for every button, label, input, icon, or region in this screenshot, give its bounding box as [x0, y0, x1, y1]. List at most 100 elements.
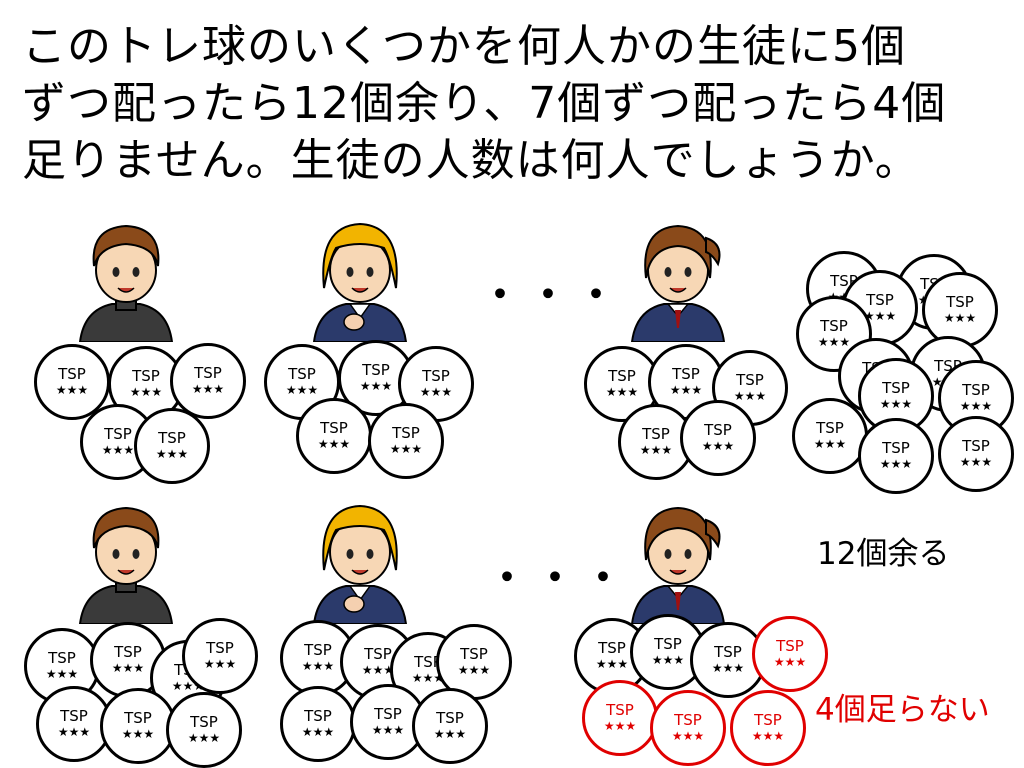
student-girl-blonde-top	[310, 218, 410, 346]
ball: TSP★★★	[34, 344, 110, 420]
ball-label: TSP	[414, 653, 442, 672]
ball-stars: ★★★	[361, 662, 395, 677]
ball-label: TSP	[882, 379, 910, 398]
ball: TSP★★★	[858, 418, 934, 494]
ball-label: TSP	[962, 437, 990, 456]
ball-label: TSP	[104, 425, 132, 444]
ball-stars: ★★★	[669, 382, 703, 397]
missing-ball: TSP★★★	[650, 690, 726, 766]
ball-stars: ★★★	[301, 724, 335, 739]
ball-stars: ★★★	[651, 652, 685, 667]
ball-label: TSP	[736, 371, 764, 390]
ball-label: TSP	[598, 639, 626, 658]
ellipsis-top: ・・・	[480, 272, 624, 318]
ball-label: TSP	[114, 643, 142, 662]
ball-label: TSP	[206, 639, 234, 658]
ball-stars: ★★★	[371, 722, 405, 737]
ball-label: TSP	[962, 381, 990, 400]
ball-label: TSP	[882, 439, 910, 458]
ball-label: TSP	[288, 365, 316, 384]
ball-label: TSP	[60, 707, 88, 726]
title-line-2: ずつ配ったら12個余り、7個ずつ配ったら4個	[22, 78, 947, 129]
ball-stars: ★★★	[419, 384, 453, 399]
ball-stars: ★★★	[433, 726, 467, 741]
ball-label: TSP	[304, 707, 332, 726]
ball: TSP★★★	[792, 398, 868, 474]
ball-label: TSP	[190, 713, 218, 732]
ball: TSP★★★	[680, 400, 756, 476]
ball-stars: ★★★	[359, 378, 393, 393]
student-girl-blonde-bottom	[310, 500, 410, 628]
ball-stars: ★★★	[817, 334, 851, 349]
ball-stars: ★★★	[595, 656, 629, 671]
ball-stars: ★★★	[813, 436, 847, 451]
ball-label: TSP	[304, 641, 332, 660]
ball-stars: ★★★	[45, 666, 79, 681]
ball: TSP★★★	[938, 416, 1014, 492]
title-line-1: このトレ球のいくつかを何人かの生徒に5個	[22, 21, 906, 72]
ball-label: TSP	[364, 645, 392, 664]
ball-label: TSP	[816, 419, 844, 438]
ball-stars: ★★★	[879, 456, 913, 471]
student-girl-bottom	[628, 500, 728, 628]
ball-stars: ★★★	[959, 454, 993, 469]
ball: TSP★★★	[36, 686, 112, 762]
ball-stars: ★★★	[959, 398, 993, 413]
ball-stars: ★★★	[129, 384, 163, 399]
ball-label: TSP	[866, 291, 894, 310]
ball-label: TSP	[714, 643, 742, 662]
ball: TSP★★★	[166, 692, 242, 768]
ball-label: TSP	[820, 317, 848, 336]
title-line-3: 足りません。生徒の人数は何人でしょうか。	[22, 135, 920, 186]
ball-stars: ★★★	[879, 396, 913, 411]
slide-title: このトレ球のいくつかを何人かの生徒に5個 ずつ配ったら12個余り、7個ずつ配った…	[22, 18, 1012, 189]
student-boy-top	[76, 218, 176, 346]
ball-label: TSP	[320, 419, 348, 438]
ball: TSP★★★	[280, 686, 356, 762]
ball-label: TSP	[776, 637, 804, 656]
student-boy-bottom	[76, 500, 176, 628]
ball-label: TSP	[642, 425, 670, 444]
ball-stars: ★★★	[55, 382, 89, 397]
ball-label: TSP	[132, 367, 160, 386]
leftover-label: 12個余る	[817, 536, 950, 572]
ball-stars: ★★★	[411, 670, 445, 685]
ball-stars: ★★★	[711, 660, 745, 675]
ball-stars: ★★★	[457, 662, 491, 677]
ball: TSP★★★	[842, 270, 918, 346]
ball: TSP★★★	[100, 688, 176, 764]
ball-label: TSP	[194, 364, 222, 383]
ball-label: TSP	[672, 365, 700, 384]
ball-stars: ★★★	[203, 656, 237, 671]
ball-stars: ★★★	[751, 728, 785, 743]
ball-stars: ★★★	[773, 654, 807, 669]
ball: TSP★★★	[170, 343, 246, 419]
ball-stars: ★★★	[101, 442, 135, 457]
ball: TSP★★★	[134, 408, 210, 484]
ball-label: TSP	[436, 709, 464, 728]
ball-label: TSP	[58, 365, 86, 384]
ball-stars: ★★★	[285, 382, 319, 397]
ball-label: TSP	[392, 424, 420, 443]
ball-stars: ★★★	[639, 442, 673, 457]
ball-label: TSP	[608, 367, 636, 386]
ball: TSP★★★	[368, 403, 444, 479]
ball-stars: ★★★	[389, 441, 423, 456]
ellipsis-bottom: ・・・	[487, 555, 631, 601]
ball: TSP★★★	[436, 624, 512, 700]
ball-label: TSP	[374, 705, 402, 724]
missing-ball: TSP★★★	[730, 690, 806, 766]
ball-stars: ★★★	[121, 726, 155, 741]
ball-label: TSP	[460, 645, 488, 664]
ball-stars: ★★★	[701, 438, 735, 453]
ball-label: TSP	[946, 293, 974, 312]
student-girl-top	[628, 218, 728, 346]
ball-label: TSP	[674, 711, 702, 730]
ball-stars: ★★★	[111, 660, 145, 675]
ball-stars: ★★★	[301, 658, 335, 673]
ball-label: TSP	[704, 421, 732, 440]
ball-label: TSP	[48, 649, 76, 668]
missing-ball: TSP★★★	[752, 616, 828, 692]
ball-stars: ★★★	[863, 308, 897, 323]
ball-label: TSP	[606, 701, 634, 720]
